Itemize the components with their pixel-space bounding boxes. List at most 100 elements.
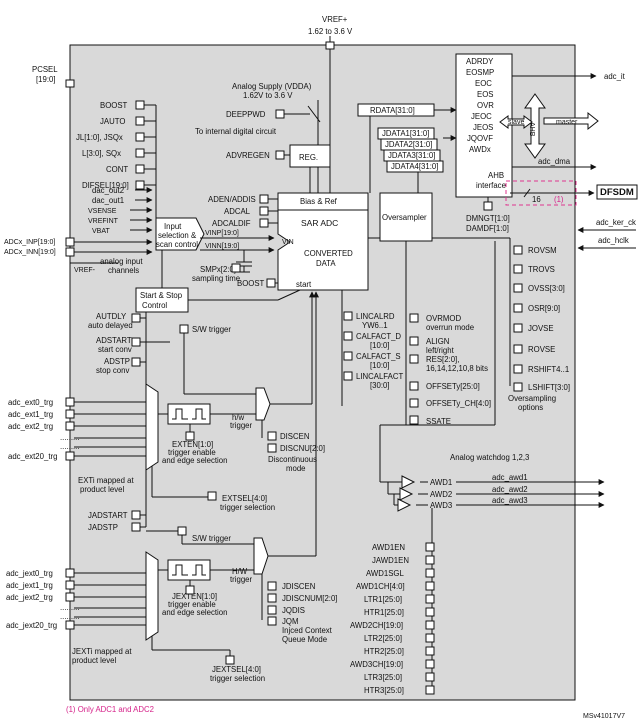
sig-dac-out2: dac_out2: [92, 186, 124, 195]
svg-text:[30:0]: [30:0]: [370, 381, 390, 390]
awd-registers: AWD1EN JAWD1EN AWD1SGL AWD1CH[4:0] LTR1[…: [350, 508, 435, 695]
reg-jdiscnum: JDISCNUM[2:0]: [282, 594, 337, 603]
jexti-caption-l2: product level: [72, 656, 116, 665]
svg-text:JEOC: JEOC: [471, 112, 492, 121]
vin-label: VIN: [282, 239, 294, 246]
reg-boost: BOOST: [100, 101, 128, 110]
ahb-interface: [455, 53, 513, 198]
reg-jdiscen: JDISCEN: [282, 582, 315, 591]
svg-text:RSHIFT4..1: RSHIFT4..1: [528, 365, 569, 374]
svg-text:LTR2[25:0]: LTR2[25:0]: [364, 634, 402, 643]
svg-text:JQOVF: JQOVF: [467, 134, 493, 143]
vref-minus-label: VREF-: [74, 267, 96, 274]
svg-text:JDATA4[31:0]: JDATA4[31:0]: [391, 162, 438, 171]
sig-vrefint: VREFINT: [88, 218, 119, 225]
slave-label: slave: [508, 119, 524, 126]
jext-ellipsis2: .........: [60, 612, 80, 621]
reg-jl: JL[1:0], JSQx: [76, 133, 123, 142]
svg-text:HTR1[25:0]: HTR1[25:0]: [364, 608, 404, 617]
left-register-list: BOOST JAUTO JL[1:0], JSQx L[3:0], SQx CO…: [76, 100, 157, 220]
disc-mode-l2: mode: [286, 464, 306, 473]
awd-title: Analog watchdog 1,2,3: [450, 453, 529, 462]
reg-jqdis: JQDIS: [282, 606, 305, 615]
ahb-bus-label: AHB: [528, 122, 535, 137]
svg-text:AWD3CH[19:0]: AWD3CH[19:0]: [350, 660, 403, 669]
ext-ellipsis2: .........: [60, 442, 80, 451]
vref-range: 1.62 to 3.6 V: [308, 27, 353, 36]
hw-trigger2-label: H/W: [232, 567, 248, 576]
data-format-registers: OVRMOD overrun mode ALIGN left/right RES…: [405, 313, 491, 426]
svg-text:ALIGN: ALIGN: [426, 337, 449, 346]
adc-awd2: adc_awd2: [492, 485, 528, 494]
reg-difsel: DIFSEL[19:0]: [82, 181, 129, 190]
svg-text:OSR[9:0]: OSR[9:0]: [528, 304, 560, 313]
dfsdm-note: (1): [554, 195, 564, 204]
svg-text:SSATE: SSATE: [426, 417, 451, 426]
start-stop-l1: Start & Stop: [140, 291, 183, 300]
svg-text:LINCALRD: LINCALRD: [356, 312, 395, 321]
converted-label: CONVERTED: [304, 249, 353, 258]
svg-text:OFFSETy_CH[4:0]: OFFSETy_CH[4:0]: [426, 399, 491, 408]
slave-arrow: [499, 115, 533, 129]
jext1-trg: adc_jext1_trg: [6, 581, 53, 590]
vinp-label: VINP[19:0]: [205, 230, 239, 237]
svg-text:HTR2[25:0]: HTR2[25:0]: [364, 647, 404, 656]
svg-text:HTR3[25:0]: HTR3[25:0]: [364, 686, 404, 695]
reg-jadstart: JADSTART: [88, 511, 128, 520]
adc-it-label: adc_it: [604, 72, 626, 81]
internal-channel-signals: dac_out2 dac_out1 VSENSE VREFINT VBAT: [88, 186, 153, 235]
dfsdm-block: [596, 184, 638, 200]
svg-text:LTR1[25:0]: LTR1[25:0]: [364, 595, 402, 604]
jextsel-l2: trigger selection: [210, 674, 265, 683]
sar-adc-core: [277, 192, 369, 291]
svg-text:Oversampler: Oversampler: [382, 213, 427, 222]
ahb-bus-arrow: [524, 93, 546, 159]
jhw-sw-trigger-mux: [253, 537, 269, 575]
svg-text:Oversampling: Oversampling: [508, 394, 556, 403]
reg-adstart: ADSTART: [96, 336, 132, 345]
bias-ref-label: Bias & Ref: [300, 197, 338, 206]
calibration-registers: LINCALRD YW6..1 CALFACT_D [10:0] CALFACT…: [341, 290, 403, 406]
exti-caption: EXTi mapped at: [78, 476, 134, 485]
svg-text:[10:0]: [10:0]: [370, 361, 390, 370]
analog-supply-range: 1.62V to 3.6 V: [243, 91, 293, 100]
svg-text:AWDx: AWDx: [469, 145, 491, 154]
vref-plus-label: VREF+: [322, 15, 348, 24]
reg-jqm: JQM: [282, 617, 298, 626]
input-sel-l3: scan control: [156, 240, 198, 249]
reg-adcaldif: ADCALDIF: [212, 219, 251, 228]
reg-adstp: ADSTP: [104, 357, 130, 366]
svg-text:EOSMP: EOSMP: [466, 68, 494, 77]
master-arrow: [543, 111, 599, 131]
adc-awd1: adc_awd1: [492, 473, 528, 482]
reg-cont: CONT: [106, 165, 128, 174]
jqm-caption2: Queue Mode: [282, 635, 327, 644]
dfsdm-width: 16: [532, 195, 541, 204]
awd-comparator-2: [399, 487, 414, 501]
adc-awd3: adc_awd3: [492, 496, 528, 505]
pcsel-range: [19:0]: [36, 75, 56, 84]
jext-ellipsis1: .........: [60, 603, 80, 612]
jexti-caption: JEXTi mapped at: [72, 647, 132, 656]
exten-l3: and edge selection: [162, 456, 227, 465]
jext0-trg: adc_jext0_trg: [6, 569, 53, 578]
jext-trigger-inputs: adc_jext0_trg adc_jext1_trg adc_jext2_tr…: [6, 568, 146, 630]
sig-vbat: VBAT: [92, 228, 110, 235]
svg-text:RDATA[31:0]: RDATA[31:0]: [370, 106, 415, 115]
svg-text:JEOS: JEOS: [473, 123, 493, 132]
adc-ker-ck-label: adc_ker_ck: [596, 218, 636, 227]
svg-text:OVR: OVR: [477, 101, 494, 110]
reg-jadstp: JADSTP: [88, 523, 118, 532]
awd-comparator-1: [401, 475, 416, 489]
ext1-trg: adc_ext1_trg: [8, 410, 53, 419]
svg-text:JOVSE: JOVSE: [528, 324, 554, 333]
svg-text:AWD1CH[4:0]: AWD1CH[4:0]: [356, 582, 405, 591]
ahb-interface-label: interface: [476, 181, 506, 190]
reg-l: L[3:0], SQx: [82, 149, 121, 158]
jqm-caption: Injced Context: [282, 626, 333, 635]
svg-text:ROVSE: ROVSE: [528, 345, 555, 354]
adstp-caption: stop conv: [96, 366, 129, 375]
reg-aden: ADEN/ADDIS: [208, 195, 256, 204]
